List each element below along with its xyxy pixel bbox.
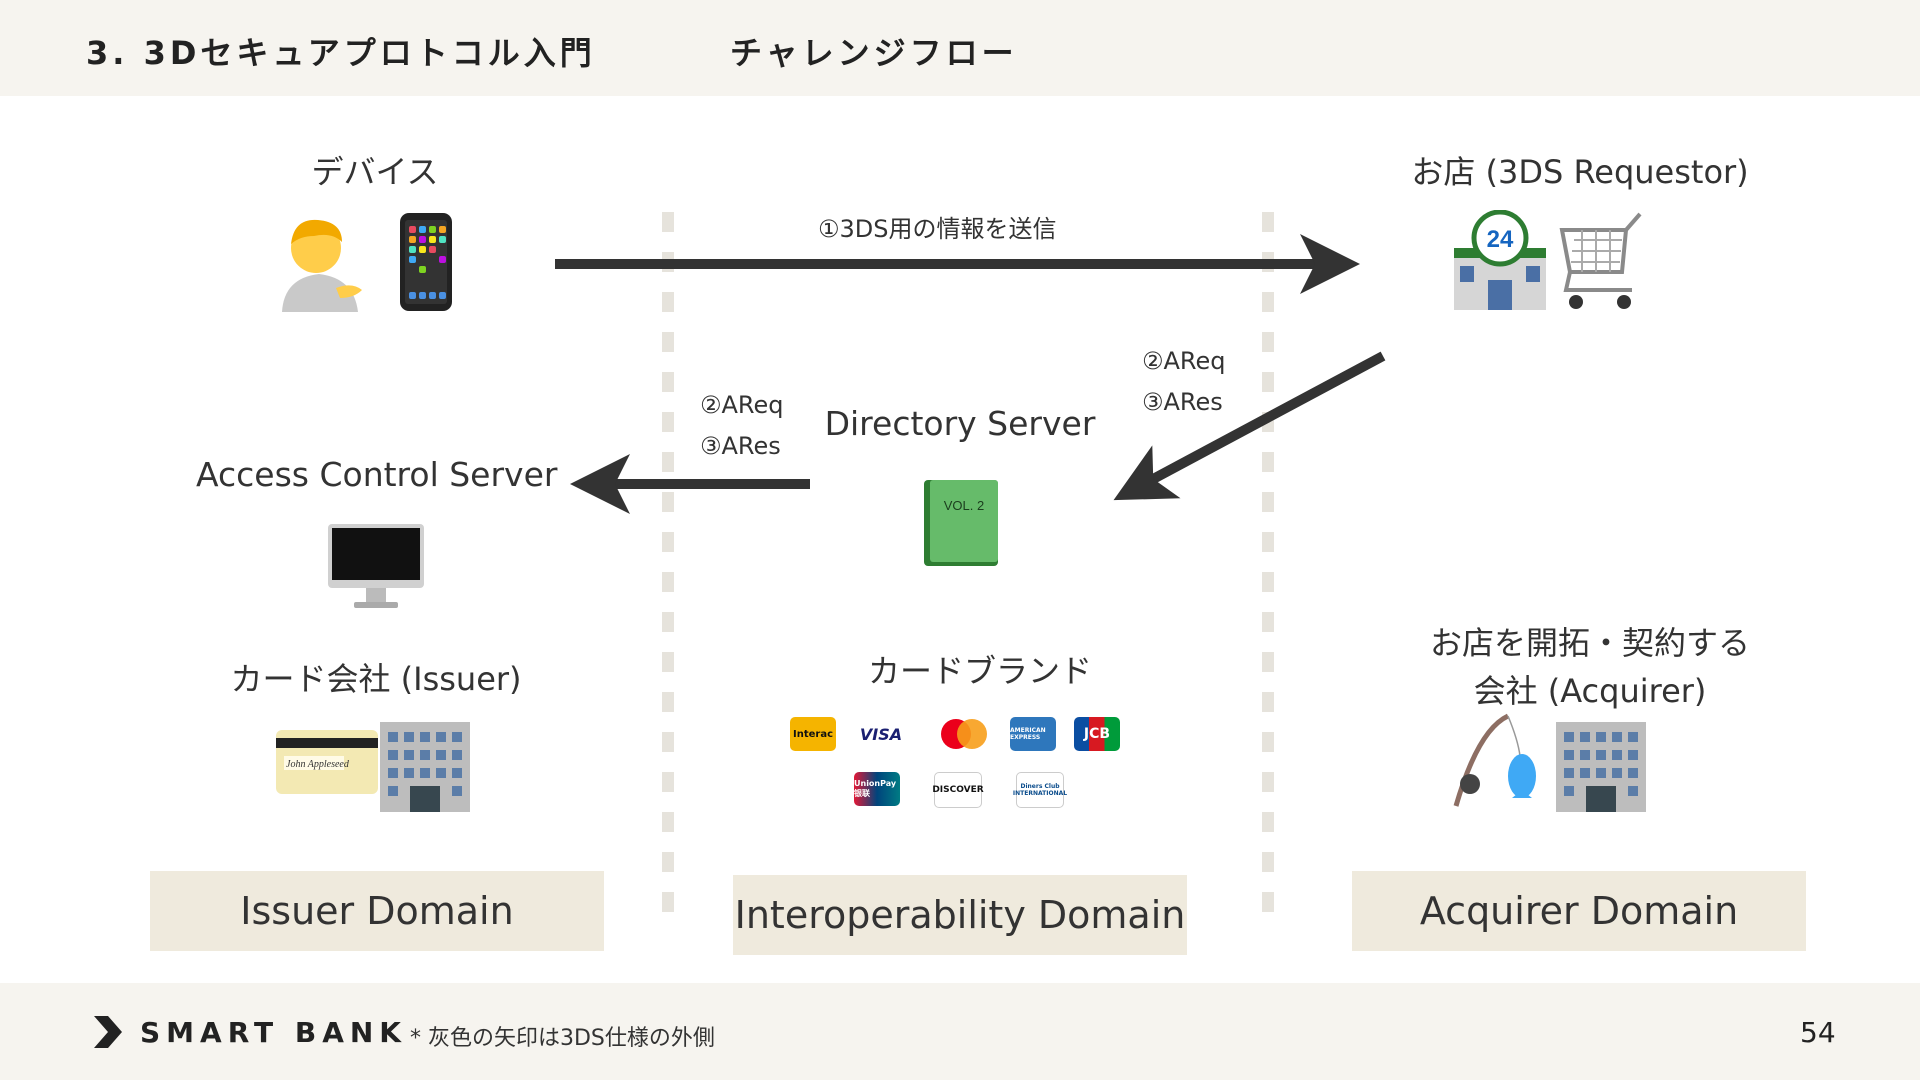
issuer-title: カード会社 (Issuer) bbox=[230, 660, 522, 698]
acquirer-title-line1: お店を開拓・契約する bbox=[1429, 624, 1750, 662]
smartbank-logo-icon bbox=[90, 1012, 126, 1052]
brand-logo-mastercard bbox=[936, 717, 992, 751]
step1-label: ①3DS用の情報を送信 bbox=[818, 215, 1057, 243]
subsection-title: チャレンジフロー bbox=[730, 34, 1018, 72]
footer-note: * 灰色の矢印は3DS仕様の外側 bbox=[410, 1026, 715, 1051]
svg-text:VOL. 2: VOL. 2 bbox=[944, 498, 984, 513]
interop-domain-box: Interoperability Domain bbox=[733, 875, 1187, 955]
brand-logo-amex: AMERICAN EXPRESS bbox=[1010, 717, 1056, 751]
page-number: 54 bbox=[1800, 1016, 1836, 1049]
header-bar bbox=[0, 0, 1920, 96]
mobile-phone-icon bbox=[399, 212, 453, 312]
right-ares-label: ③ARes bbox=[1142, 388, 1223, 416]
convenience-store-icon: 24 bbox=[1450, 209, 1550, 312]
right-areq-label: ②AReq bbox=[1142, 347, 1226, 375]
issuer-domain-box: Issuer Domain bbox=[150, 871, 604, 951]
brand-logo-visa: VISA bbox=[858, 717, 904, 751]
svg-text:John Appleseed: John Appleseed bbox=[286, 759, 350, 770]
domain-divider-right bbox=[1262, 212, 1274, 912]
person-tipping-hand-icon bbox=[274, 212, 364, 312]
directory-server-title: Directory Server bbox=[824, 404, 1096, 443]
svg-text:24: 24 bbox=[1487, 226, 1514, 253]
device-title: デバイス bbox=[311, 153, 439, 191]
acs-title: Access Control Server bbox=[196, 455, 558, 494]
brand-logo-diners: Diners Club INTERNATIONAL bbox=[1013, 772, 1067, 808]
brand-logo-interac: Interac bbox=[790, 717, 836, 751]
green-book-icon: VOL. 2 bbox=[920, 476, 1000, 570]
desktop-computer-icon bbox=[326, 522, 426, 612]
brand-logo-discover: DISCOVER bbox=[932, 772, 984, 808]
card-brand-title: カードブランド bbox=[867, 652, 1092, 690]
left-areq-label: ②AReq bbox=[700, 391, 784, 419]
office-building-icon bbox=[1552, 718, 1650, 812]
domain-divider-left bbox=[662, 212, 674, 912]
shopping-cart-icon bbox=[1552, 210, 1652, 312]
footer-logo-text: SMART BANK bbox=[140, 1016, 407, 1049]
merchant-title: お店 (3DS Requestor) bbox=[1411, 153, 1749, 191]
left-ares-label: ③ARes bbox=[700, 432, 781, 460]
credit-card-icon: John Appleseed bbox=[276, 730, 378, 794]
arrow-to-directory bbox=[1113, 351, 1386, 501]
footer-bar bbox=[0, 983, 1920, 1080]
acquirer-domain-box: Acquirer Domain bbox=[1352, 871, 1806, 951]
office-building-icon bbox=[376, 718, 474, 812]
section-title: 3. 3Dセキュアプロトコル入門 bbox=[86, 34, 596, 72]
acquirer-title-line2: 会社 (Acquirer) bbox=[1473, 672, 1707, 710]
fishing-pole-icon bbox=[1448, 710, 1548, 810]
brand-logo-unionpay: UnionPay 银联 bbox=[854, 772, 900, 806]
brand-logo-jcb: JCB bbox=[1074, 717, 1120, 751]
